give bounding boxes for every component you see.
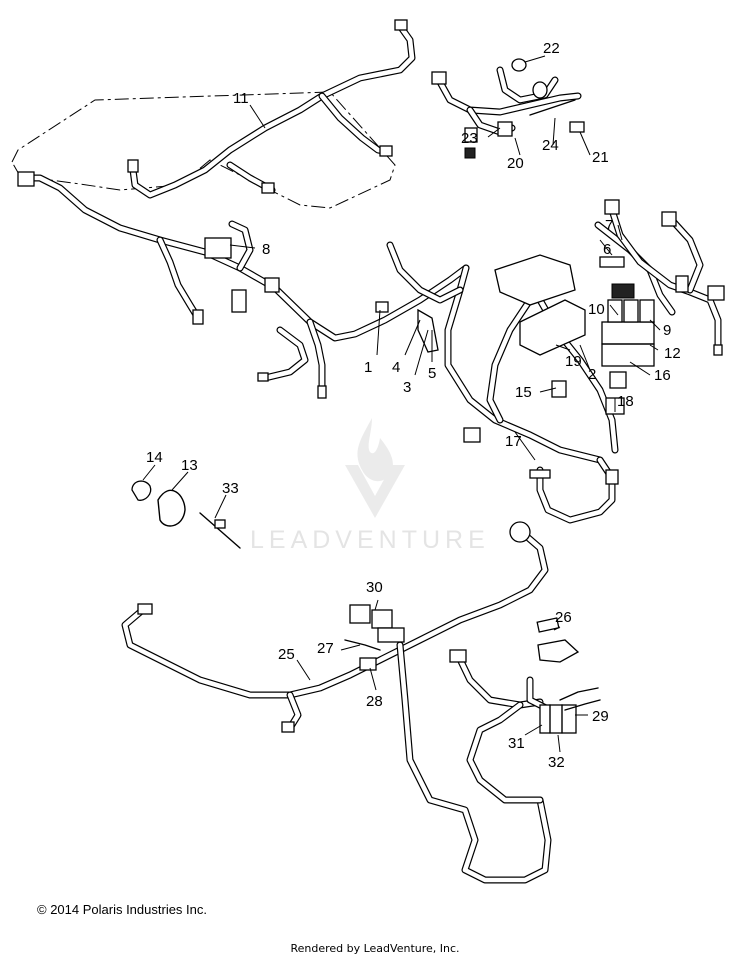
callout-20: 20 <box>507 155 524 172</box>
callout-7: 7 <box>605 217 613 234</box>
callout-15: 15 <box>515 384 532 401</box>
callout-32: 32 <box>548 754 565 771</box>
watermark-text: LEADVENTURE <box>250 526 490 554</box>
callout-6: 6 <box>603 241 611 258</box>
rendered-by-text: Rendered by LeadVenture, Inc. <box>290 942 460 955</box>
callout-8: 8 <box>262 241 270 258</box>
callout-28: 28 <box>366 693 383 710</box>
callout-19: 19 <box>565 353 582 370</box>
callout-26: 26 <box>555 609 572 626</box>
callout-31: 31 <box>508 735 525 752</box>
callout-29: 29 <box>592 708 609 725</box>
callout-18: 18 <box>617 393 634 410</box>
callout-21: 21 <box>592 149 609 166</box>
callout-5: 5 <box>428 365 436 382</box>
callout-27: 27 <box>317 640 334 657</box>
copyright-text: © 2014 Polaris Industries Inc. <box>37 902 207 917</box>
callout-9: 9 <box>663 322 671 339</box>
leadventure-watermark: LEADVENTURE <box>250 418 490 554</box>
clamp-parts <box>131 480 241 549</box>
callout-24: 24 <box>542 137 559 154</box>
callout-22: 22 <box>543 40 560 57</box>
harness-section-20 <box>431 58 585 159</box>
callout-16: 16 <box>654 367 671 384</box>
callout-3: 3 <box>403 379 411 396</box>
main-harness <box>11 19 725 524</box>
callout-labels: 11 1 4 3 5 8 6 7 10 9 12 16 19 2 15 18 1… <box>146 40 681 771</box>
callout-23: 23 <box>461 130 478 147</box>
callout-33: 33 <box>222 480 239 497</box>
callout-30: 30 <box>366 579 383 596</box>
callout-1: 1 <box>364 359 372 376</box>
callout-13: 13 <box>181 457 198 474</box>
harness-29-32 <box>449 617 601 804</box>
leader-lines <box>142 55 661 753</box>
callout-14: 14 <box>146 449 163 466</box>
callout-12: 12 <box>664 345 681 362</box>
callout-4: 4 <box>392 359 400 376</box>
callout-2: 2 <box>588 366 596 383</box>
callout-17: 17 <box>505 433 522 450</box>
harness-25 <box>121 521 552 884</box>
callout-10: 10 <box>588 301 605 318</box>
connector <box>394 19 408 31</box>
callout-25: 25 <box>278 646 295 663</box>
callout-11: 11 <box>233 90 249 107</box>
